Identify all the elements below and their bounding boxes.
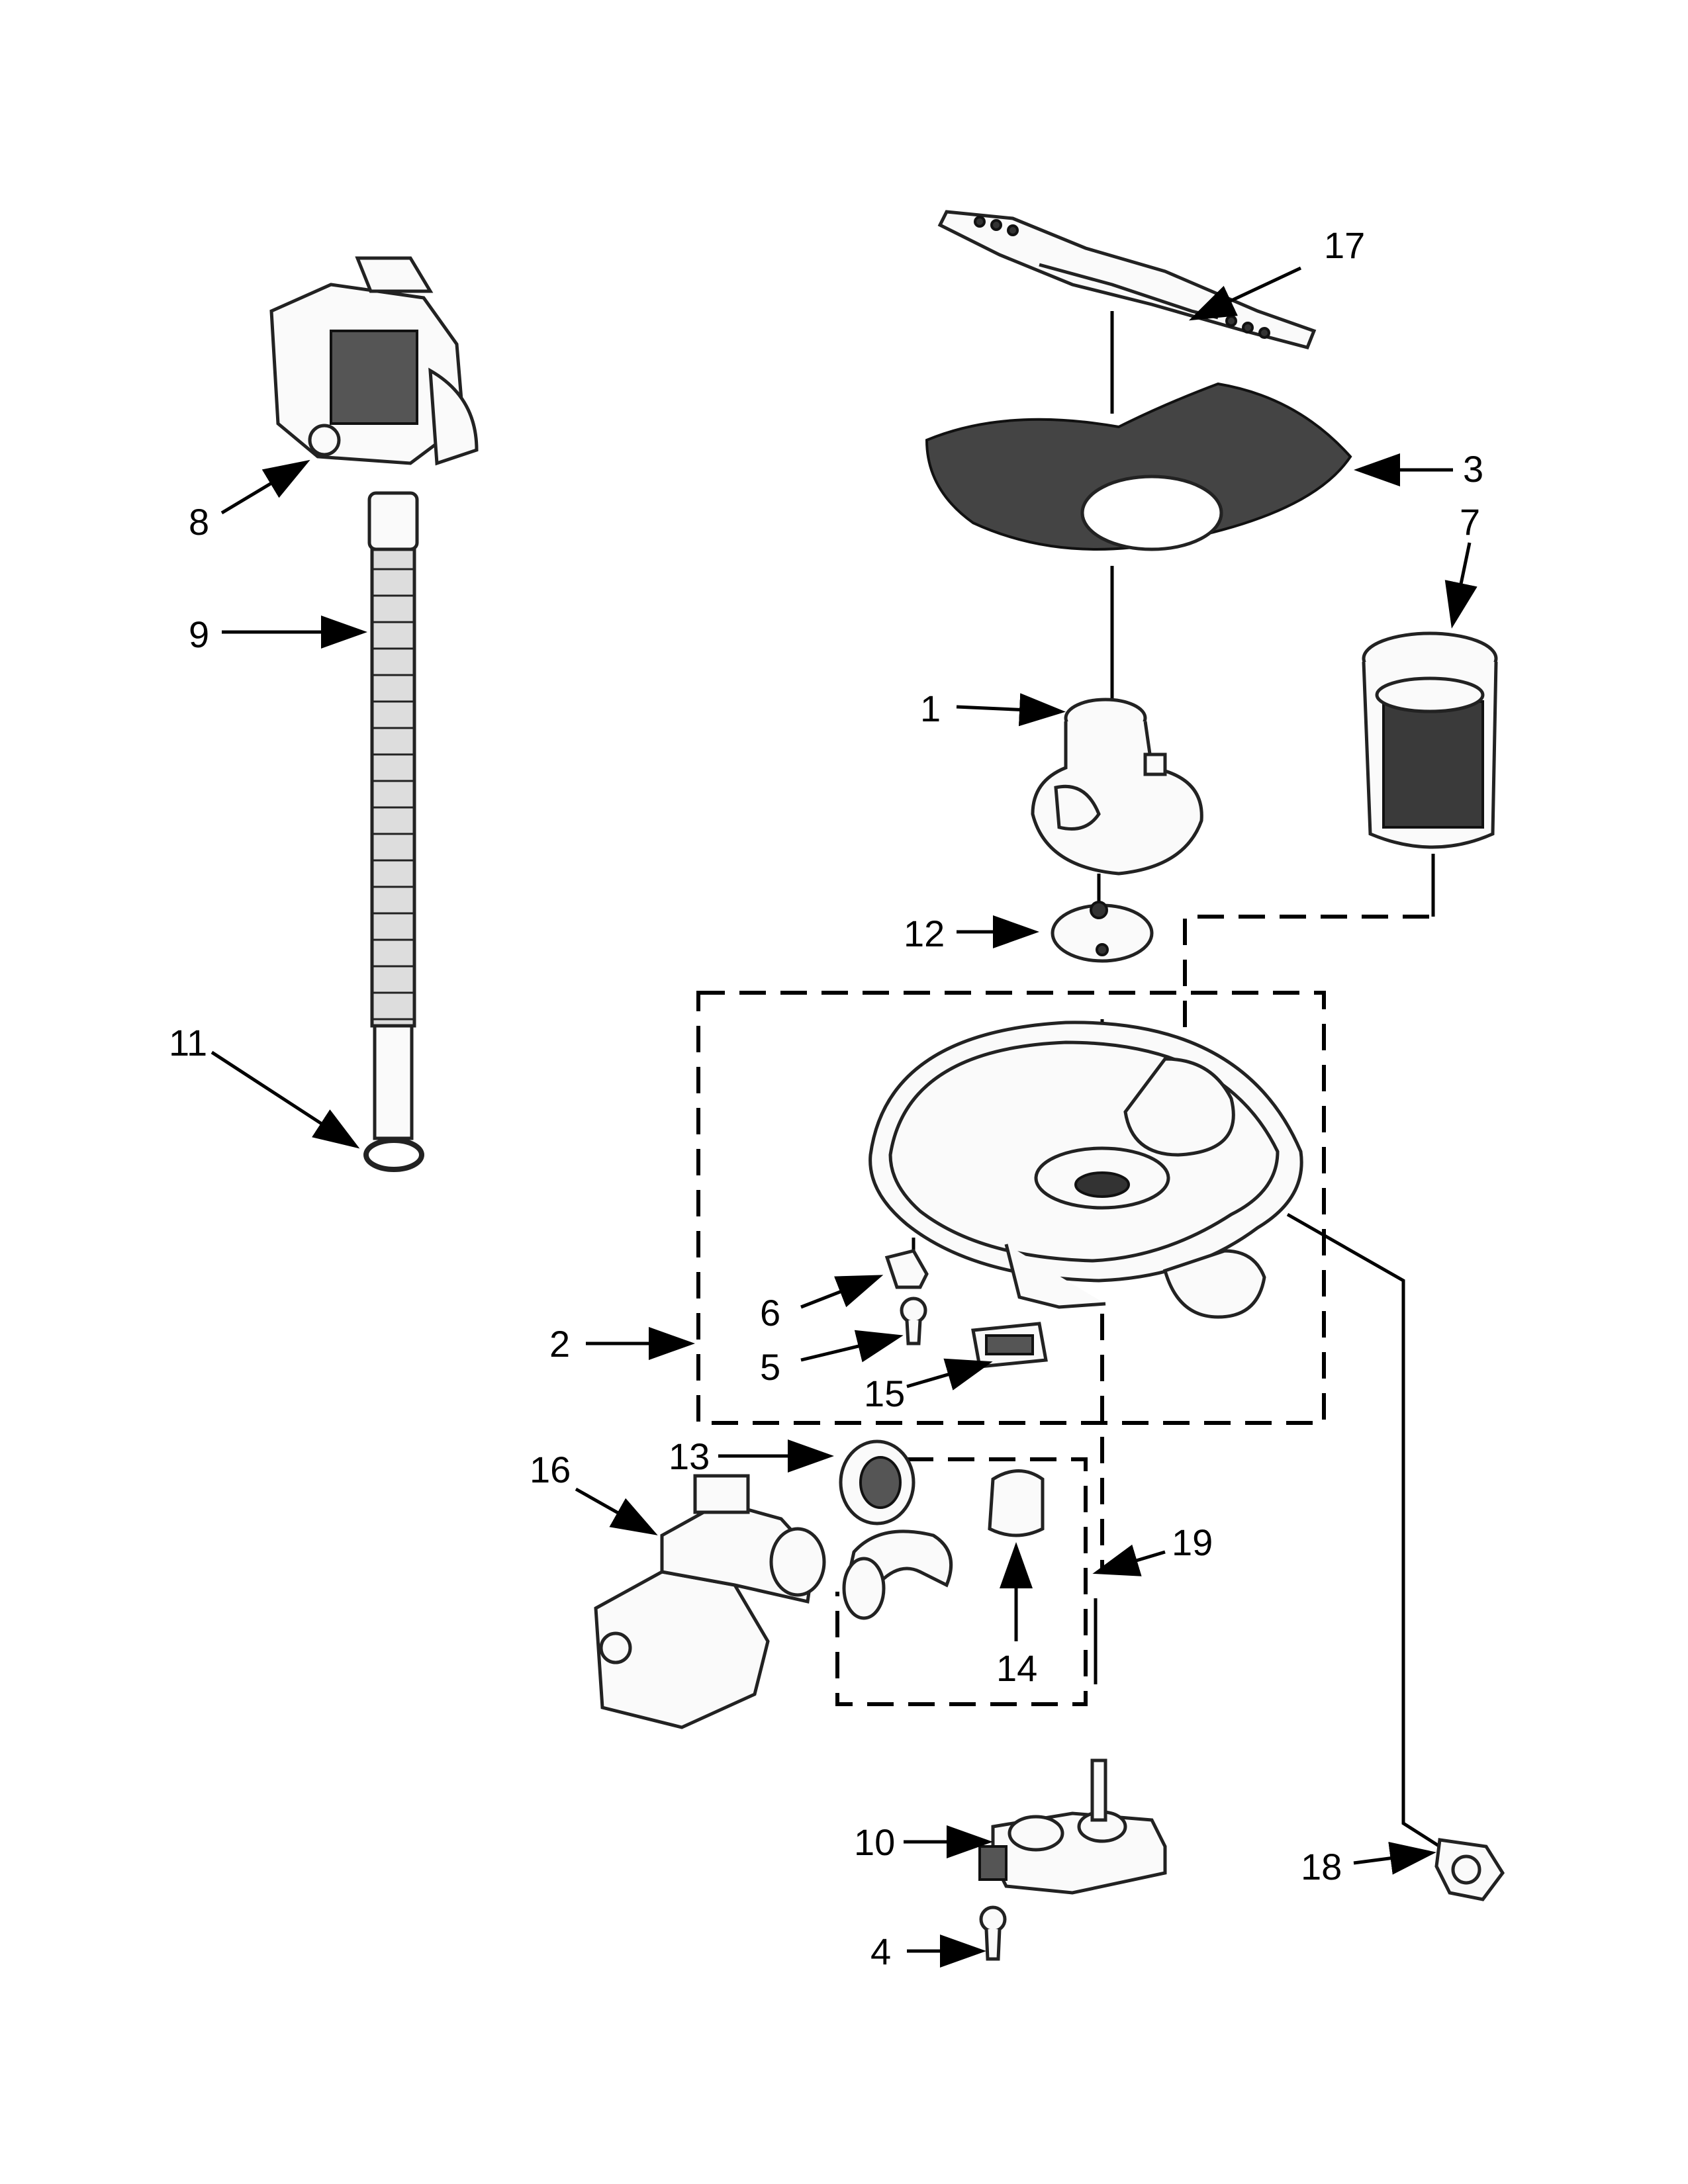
callout-11: 11: [169, 1022, 207, 1064]
drain-hose: [367, 491, 419, 1140]
leader-17: [1188, 266, 1302, 321]
clip: [884, 1249, 929, 1289]
callout-16: 16: [530, 1449, 571, 1490]
callout-3: 3: [1463, 448, 1483, 490]
hose-clamp: [363, 1138, 424, 1172]
wash-arm-mount: [1031, 698, 1203, 876]
leader-8: [220, 459, 310, 515]
callout-12: 12: [904, 913, 945, 954]
leader-11: [211, 1050, 360, 1149]
callout-4: 4: [870, 1931, 891, 1972]
screw-5: [900, 1297, 927, 1345]
leader-16: [575, 1487, 658, 1535]
callout-8: 8: [189, 501, 209, 543]
leader-19: [1092, 1544, 1166, 1576]
callout-14: 14: [996, 1647, 1037, 1689]
leader-1: [956, 693, 1066, 727]
callout-1: 1: [920, 688, 941, 729]
leader-18: [1353, 1841, 1436, 1875]
callout-6: 6: [760, 1292, 780, 1334]
lower-spray-arm: [937, 210, 1317, 349]
callout-10: 10: [854, 1821, 895, 1863]
drain-pump: [269, 256, 479, 466]
filter-cylinder: [1362, 631, 1498, 849]
pump-hose-dashed-box: [835, 1457, 1088, 1706]
diverter-motor: [978, 1758, 1167, 1895]
leader-6: [800, 1275, 884, 1309]
callout-7: 7: [1460, 501, 1480, 543]
screw-4: [979, 1905, 1007, 1961]
sensor-leader-line: [1286, 1212, 1441, 1848]
hose-elbow-clamp: [842, 1469, 1045, 1620]
callout-5: 5: [760, 1346, 780, 1388]
leader-7: [1444, 542, 1477, 629]
gasket: [839, 1439, 915, 1525]
connector: [971, 1322, 1048, 1369]
seal-disc: [1051, 901, 1154, 963]
callout-17: 17: [1324, 224, 1365, 266]
circulation-pump: [594, 1474, 826, 1729]
sump-assembly-dashed-box: [696, 991, 1326, 1425]
filter-screen: [925, 382, 1352, 551]
leader-5: [800, 1330, 904, 1363]
leader-15: [906, 1358, 993, 1390]
callout-15: 15: [864, 1373, 905, 1414]
callout-13: 13: [669, 1435, 710, 1477]
callout-9: 9: [189, 614, 209, 655]
callout-18: 18: [1301, 1846, 1342, 1888]
callout-2: 2: [549, 1323, 570, 1365]
sensor: [1434, 1838, 1505, 1901]
callout-19: 19: [1172, 1522, 1213, 1563]
sump-assembly: [868, 1021, 1303, 1319]
